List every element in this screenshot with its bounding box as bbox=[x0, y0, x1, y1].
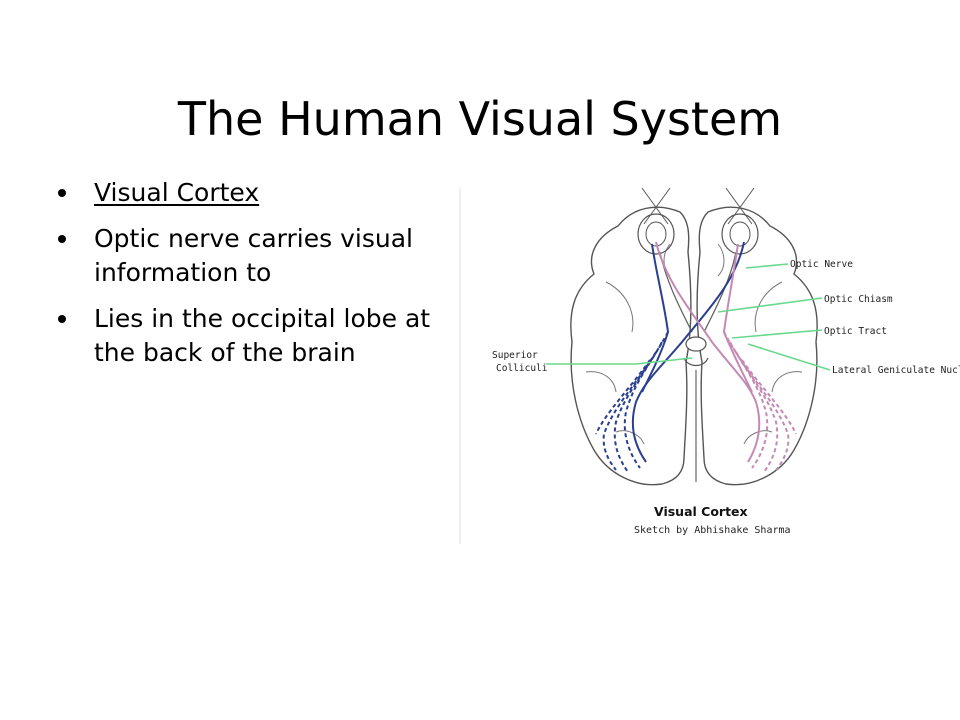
label-lateral-geniculate: Lateral Geniculate Nucleus bbox=[832, 365, 960, 376]
bullet-text: Visual Cortex bbox=[94, 178, 260, 207]
visual-pathway-diagram: Optic Nerve Optic Chiasm Optic Tract Lat… bbox=[459, 187, 960, 544]
bullet-text: Optic nerve carries visual information t… bbox=[94, 224, 413, 287]
label-colliculi: Colliculi bbox=[496, 363, 548, 374]
bullet-dot bbox=[58, 315, 66, 323]
right-hemisphere-outline bbox=[696, 206, 818, 486]
left-hemisphere-outline bbox=[570, 206, 692, 486]
bullet-text: Lies in the occipital lobe at the back o… bbox=[94, 304, 431, 367]
bullet-dot bbox=[58, 235, 66, 243]
figure-caption-title: Visual Cortex bbox=[654, 504, 748, 519]
right-eye bbox=[721, 187, 759, 255]
brain-folds bbox=[585, 243, 803, 445]
left-visual-pathway bbox=[595, 241, 745, 473]
label-optic-nerve: Optic Nerve bbox=[790, 259, 853, 270]
label-superior: Superior bbox=[492, 350, 538, 361]
visual-pathway-figure: Optic Nerve Optic Chiasm Optic Tract Lat… bbox=[456, 182, 960, 546]
bullet-item: Visual Cortex bbox=[56, 176, 476, 210]
bullet-list: Visual Cortex Optic nerve carries visual… bbox=[56, 176, 476, 382]
midbrain bbox=[683, 336, 709, 482]
right-visual-pathway bbox=[655, 241, 797, 473]
figure-caption-credit: Sketch by Abhishake Sharma bbox=[634, 525, 791, 536]
slide-title: The Human Visual System bbox=[177, 91, 783, 146]
leader-lines bbox=[546, 263, 831, 371]
bullet-dot bbox=[58, 189, 66, 197]
label-optic-chiasm: Optic Chiasm bbox=[824, 294, 893, 305]
left-eye bbox=[637, 187, 675, 255]
bullet-item: Optic nerve carries visual information t… bbox=[56, 222, 476, 290]
bullet-item: Lies in the occipital lobe at the back o… bbox=[56, 302, 476, 370]
label-optic-tract: Optic Tract bbox=[824, 326, 887, 337]
